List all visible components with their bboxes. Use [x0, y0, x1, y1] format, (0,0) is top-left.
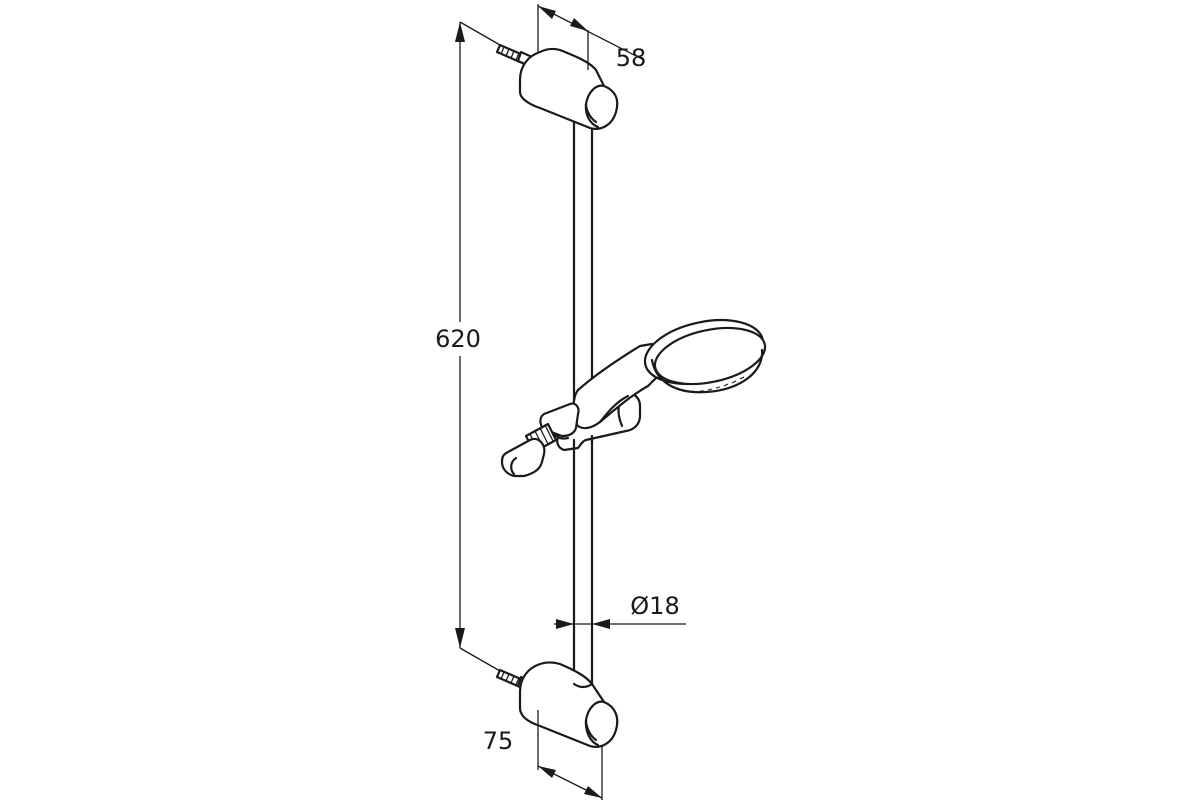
top-depth-dimension: 58	[537, 4, 647, 72]
spray-nozzles	[675, 376, 745, 393]
bottom-wall-bracket	[495, 661, 619, 748]
diameter-dimension: Ø18	[554, 592, 686, 629]
bottom-depth-dimension: 75	[483, 710, 603, 800]
top-wall-plug	[495, 43, 534, 68]
diameter-label: Ø18	[630, 592, 679, 620]
height-dimension-label: 620	[435, 325, 481, 353]
bottom-depth-label: 75	[483, 727, 514, 755]
height-dimension: 620	[430, 21, 501, 672]
top-depth-label: 58	[616, 44, 647, 72]
hand-shower	[500, 319, 767, 478]
top-wall-bracket	[495, 43, 619, 130]
